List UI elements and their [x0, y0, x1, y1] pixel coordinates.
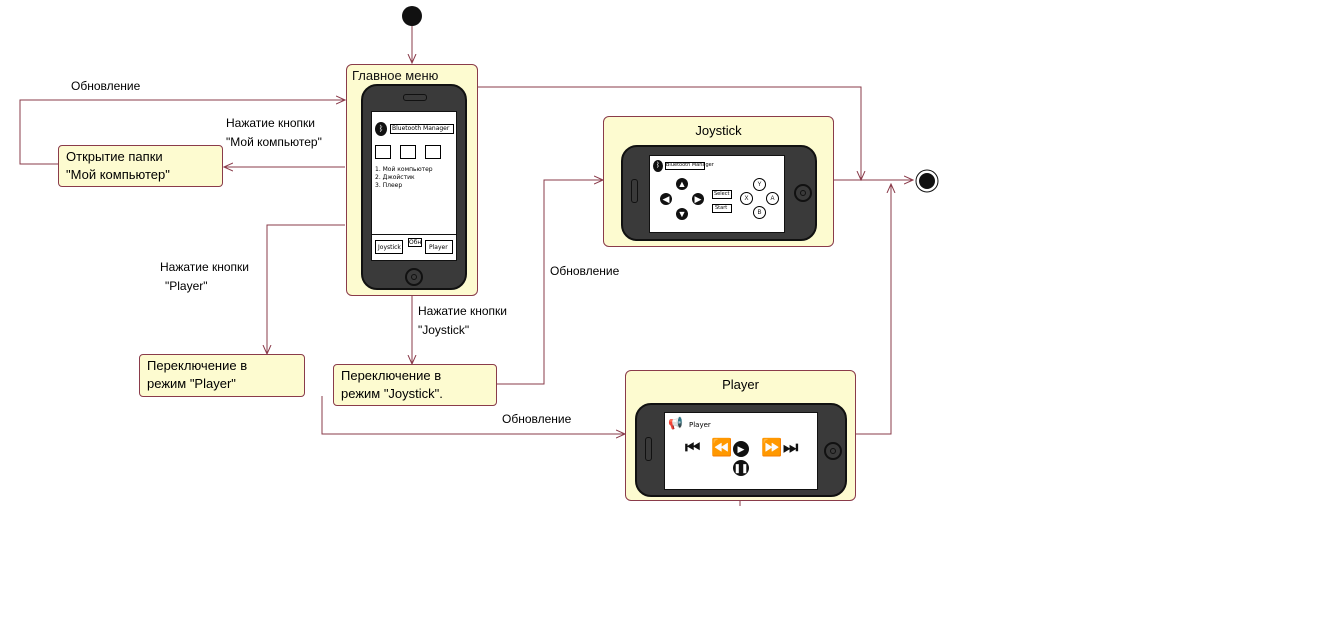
initial-node [402, 6, 422, 26]
skip-back-icon[interactable]: ⏮ [685, 438, 700, 457]
menu-to-final-transition [478, 86, 861, 180]
action-switch-player: Переключение в режим "Player" [139, 354, 305, 397]
action-b-label: B [757, 210, 762, 216]
tile-my-computer-button[interactable] [375, 145, 391, 159]
speaker-icon [403, 94, 427, 101]
speaker-icon [631, 179, 638, 203]
select-label: Select [714, 191, 730, 197]
state-title-joystick: Joystick [695, 123, 742, 138]
label-press-my-computer-line2: "Мой компьютер" [226, 135, 322, 149]
label-press-joystick-line2: "Joystick" [418, 323, 470, 337]
dpad-left-icon[interactable]: ◀ [660, 193, 672, 205]
skip-forward-icon[interactable]: ⏭ [783, 438, 798, 457]
joystick-bottom-label: Joystick [378, 244, 401, 251]
update-loop-transition [19, 100, 345, 165]
start-button[interactable] [712, 204, 732, 213]
label-press-player-line2: "Player" [165, 279, 208, 293]
label-update-top: Обновление [71, 79, 141, 93]
player-to-final-transition [856, 184, 891, 435]
action-switch-joystick-line1: Переключение в [341, 368, 442, 383]
label-press-my-computer: Нажатие кнопки "Мой компьютер" [226, 114, 322, 152]
state-main-menu: Главное меню ᛒ Bluetooth Manager 1. Мой … [346, 64, 478, 296]
label-press-my-computer-line1: Нажатие кнопки [226, 116, 315, 130]
action-button-b[interactable]: B [753, 206, 766, 219]
update-joystick-transition [497, 180, 603, 385]
dpad-right-icon[interactable]: ▶ [692, 193, 704, 205]
bottom-divider [372, 234, 456, 235]
player-bottom-label: Player [429, 244, 448, 251]
final-node-inner [919, 173, 935, 189]
action-switch-player-line1: Переключение в [147, 358, 248, 373]
home-button-icon [405, 268, 423, 286]
dpad-up-icon[interactable]: ▲ [676, 178, 688, 190]
prev-icon[interactable]: ⏪ [711, 438, 732, 457]
action-button-x[interactable]: X [740, 192, 753, 205]
action-open-folder-line1: Открытие папки [66, 149, 163, 164]
manager-header [390, 124, 454, 134]
menu-list-item-2[interactable]: 2. Джойстик [375, 174, 415, 181]
label-press-player: Нажатие кнопки "Player" [160, 258, 249, 296]
label-update-player: Обновление [502, 412, 572, 426]
home-button-icon [794, 184, 812, 202]
action-switch-joystick: Переключение в режим "Joystick". [333, 364, 497, 406]
action-a-label: A [770, 196, 775, 202]
player-screen: 📢 Player ⏮ ⏪ ▶ ❚❚ ⏩ ⏭ [664, 412, 818, 490]
label-press-player-line1: Нажатие кнопки [160, 260, 249, 274]
action-button-a[interactable]: A [766, 192, 779, 205]
update-player-transition [321, 396, 625, 434]
phone-player: 📢 Player ⏮ ⏪ ▶ ❚❚ ⏩ ⏭ [635, 403, 847, 497]
main-menu-screen: ᛒ Bluetooth Manager 1. Мой компьютер 2. … [371, 111, 457, 261]
menu-list-item-1[interactable]: 1. Мой компьютер [375, 166, 433, 173]
tile-player-button[interactable] [425, 145, 441, 159]
phone-main-menu: ᛒ Bluetooth Manager 1. Мой компьютер 2. … [361, 84, 467, 290]
state-joystick: Joystick ᛒ Bluetooth Manager ▲ ◀ ▶ ▼ Sel… [603, 116, 834, 247]
refresh-center-label: Обн [409, 239, 422, 246]
action-button-y[interactable]: Y [753, 178, 766, 191]
player-bottom-button[interactable] [425, 240, 453, 254]
action-y-label: Y [757, 182, 762, 188]
select-button[interactable] [712, 190, 732, 199]
megaphone-icon: 📢 [668, 416, 683, 430]
dpad-down-icon[interactable]: ▼ [676, 208, 688, 220]
label-press-joystick-line1: Нажатие кнопки [418, 304, 507, 318]
joystick-screen: ᛒ Bluetooth Manager ▲ ◀ ▶ ▼ Select Start… [649, 155, 785, 233]
menu-list-item-3[interactable]: 3. Плеер [375, 182, 403, 189]
next-icon[interactable]: ⏩ [761, 438, 782, 457]
action-switch-joystick-line2: режим "Joystick". [341, 386, 443, 401]
home-button-icon [824, 442, 842, 460]
speaker-icon [645, 437, 652, 461]
bluetooth-icon: ᛒ [653, 160, 663, 172]
action-open-folder-line2: "Мой компьютер" [66, 167, 170, 182]
action-x-label: X [744, 196, 749, 202]
tile-joystick-button[interactable] [400, 145, 416, 159]
player-press-transition [267, 224, 345, 354]
joystick-header-label: Bluetooth Manager [666, 162, 714, 168]
manager-header-label: Bluetooth Manager [392, 125, 450, 132]
play-icon[interactable]: ▶ [733, 441, 749, 457]
action-switch-player-line2: режим "Player" [147, 376, 236, 391]
player-header-label: Player [689, 421, 711, 429]
bluetooth-icon: ᛒ [375, 122, 387, 136]
start-label: Start [715, 205, 728, 211]
joystick-bottom-button[interactable] [375, 240, 403, 254]
pause-icon[interactable]: ❚❚ [733, 460, 749, 476]
refresh-center-button[interactable] [408, 238, 422, 247]
action-open-folder: Открытие папки "Мой компьютер" [58, 145, 223, 187]
label-update-joystick: Обновление [550, 264, 620, 278]
state-title-main-menu: Главное меню [352, 68, 439, 83]
state-player: Player 📢 Player ⏮ ⏪ ▶ ❚❚ ⏩ ⏭ [625, 370, 856, 501]
joystick-header [665, 162, 705, 170]
phone-joystick: ᛒ Bluetooth Manager ▲ ◀ ▶ ▼ Select Start… [621, 145, 817, 241]
label-press-joystick: Нажатие кнопки "Joystick" [418, 302, 507, 340]
state-title-player: Player [722, 377, 759, 392]
